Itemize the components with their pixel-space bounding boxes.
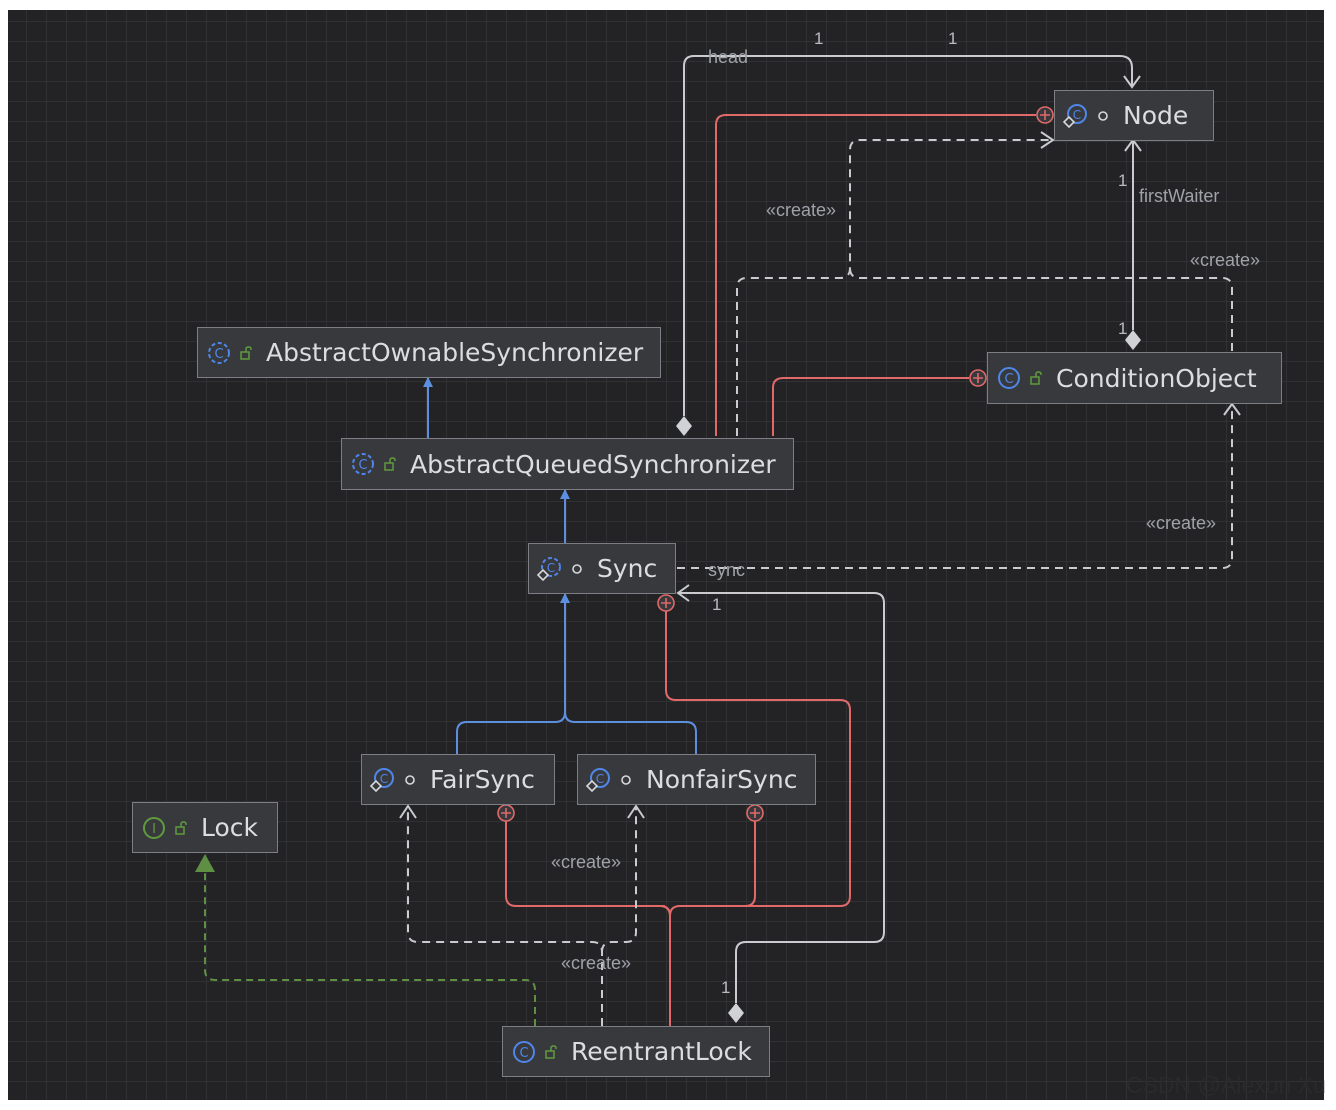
svg-text:I: I [152, 822, 156, 837]
label-create-cond-node: «create» [1190, 250, 1260, 270]
static-class-icon: C [370, 767, 396, 793]
arrow-sync-field [676, 584, 690, 602]
package-private-icon [404, 773, 416, 787]
edge-aqs-node-inner [715, 114, 1036, 436]
edge-aqs-cond-inner [772, 377, 969, 436]
class-node[interactable]: C Node [1054, 90, 1214, 141]
edge-nonfair-sync-extends [564, 711, 697, 754]
static-abstract-class-icon: C [537, 556, 563, 582]
create-edges [407, 139, 1233, 1026]
edge-reentrant-nonfair-create [601, 807, 637, 953]
mult-first-waiter-source: 1 [1118, 319, 1127, 338]
edge-reentrant-fair-inner [505, 821, 671, 917]
inner-marker-sync [657, 594, 675, 612]
package-private-icon [1097, 109, 1109, 123]
interface-name: Lock [201, 813, 259, 842]
abstract-class-icon: C [350, 451, 376, 477]
class-name: NonfairSync [646, 765, 798, 794]
class-abstract-queued-synchronizer[interactable]: C AbstractQueuedSynchronizer [341, 438, 794, 490]
arrow-create-fair [399, 804, 417, 819]
diamond-reentrant-sync [728, 1003, 744, 1023]
static-class-icon: C [586, 767, 612, 793]
edge-reentrant-sync-field [678, 592, 885, 1003]
create-arrowheads [399, 131, 1241, 819]
svg-text:C: C [596, 772, 604, 786]
generalization-edges [423, 377, 697, 754]
inner-class-markers [497, 106, 1054, 822]
svg-text:C: C [358, 458, 367, 473]
svg-text:C: C [547, 561, 555, 575]
label-head: head [708, 47, 748, 67]
edge-cond-node-create [849, 267, 1233, 351]
interface-icon: I [141, 815, 167, 841]
public-unlocked-icon [545, 1044, 557, 1059]
public-unlocked-icon [175, 820, 187, 835]
label-first-waiter: firstWaiter [1139, 186, 1219, 206]
class-reentrant-lock[interactable]: C ReentrantLock [502, 1026, 770, 1077]
watermark: CSDN @Alexon Xu [1126, 1072, 1326, 1098]
public-unlocked-icon [384, 457, 396, 471]
class-icon: C [996, 365, 1022, 391]
arrow-create-cond [1223, 402, 1241, 416]
svg-text:C: C [214, 347, 223, 362]
edge-reentrant-nonfair-inner [680, 821, 756, 907]
public-unlocked-icon [240, 345, 252, 360]
aggregation-diamonds [676, 330, 1141, 1023]
class-name: AbstractOwnableSynchronizer [266, 338, 644, 367]
label-create-reentrant-nonfair: «create» [551, 852, 621, 872]
svg-text:C: C [1004, 372, 1013, 387]
mult-first-waiter-target: 1 [1118, 171, 1127, 190]
class-abstract-ownable-synchronizer[interactable]: C AbstractOwnableSynchronizer [197, 327, 661, 378]
edge-aqs-node-create [736, 139, 1052, 436]
edge-fair-sync-extends [456, 593, 570, 754]
class-name: Node [1123, 101, 1189, 130]
diamond-aqs-head [676, 416, 692, 436]
arrow-head-node [1123, 75, 1141, 89]
realization-arrowhead [195, 854, 215, 872]
abstract-class-icon: C [206, 340, 232, 366]
class-condition-object[interactable]: C ConditionObject [987, 352, 1282, 404]
arrow-create-nonfair [627, 804, 645, 819]
class-name: FairSync [430, 765, 535, 794]
association-edges [676, 55, 1142, 1003]
static-class-icon: C [1063, 103, 1089, 129]
label-create-sync-cond: «create» [1146, 513, 1216, 533]
svg-text:C: C [380, 772, 388, 786]
mult-sync-source: 1 [721, 978, 730, 997]
inner-marker-fair [497, 804, 515, 822]
class-name: Sync [597, 554, 658, 583]
label-create-aqs-node: «create» [766, 200, 836, 220]
svg-text:C: C [519, 1046, 528, 1061]
class-name: AbstractQueuedSynchronizer [410, 449, 776, 479]
mult-sync-target: 1 [712, 595, 721, 614]
arrow-create-node [1040, 131, 1055, 149]
class-name: ConditionObject [1056, 363, 1257, 393]
edge-aqs-node-head [683, 55, 1133, 416]
realization-edges [195, 854, 536, 1026]
class-fair-sync[interactable]: C FairSync [361, 754, 555, 805]
label-sync: sync [708, 560, 745, 580]
diamond-cond-first-waiter [1125, 330, 1141, 350]
inner-class-edges [505, 114, 1036, 1026]
edge-sync-cond-create [677, 404, 1233, 569]
class-sync[interactable]: C Sync [528, 543, 676, 594]
interface-lock[interactable]: I Lock [132, 802, 278, 853]
class-nonfair-sync[interactable]: C NonfairSync [577, 754, 816, 805]
mult-head-source: 1 [814, 29, 823, 48]
class-icon: C [511, 1039, 537, 1065]
edge-reentrant-lock-implements [204, 872, 536, 1026]
inner-marker-cond [969, 369, 987, 387]
svg-text:C: C [1073, 108, 1081, 122]
inner-marker-nonfair [746, 804, 764, 822]
package-private-icon [571, 562, 583, 576]
label-create-reentrant-fair: «create» [561, 953, 631, 973]
class-name: ReentrantLock [571, 1037, 752, 1066]
inner-marker-node [1036, 106, 1054, 124]
mult-head-target: 1 [948, 29, 957, 48]
package-private-icon [620, 773, 632, 787]
public-unlocked-icon [1030, 371, 1042, 385]
